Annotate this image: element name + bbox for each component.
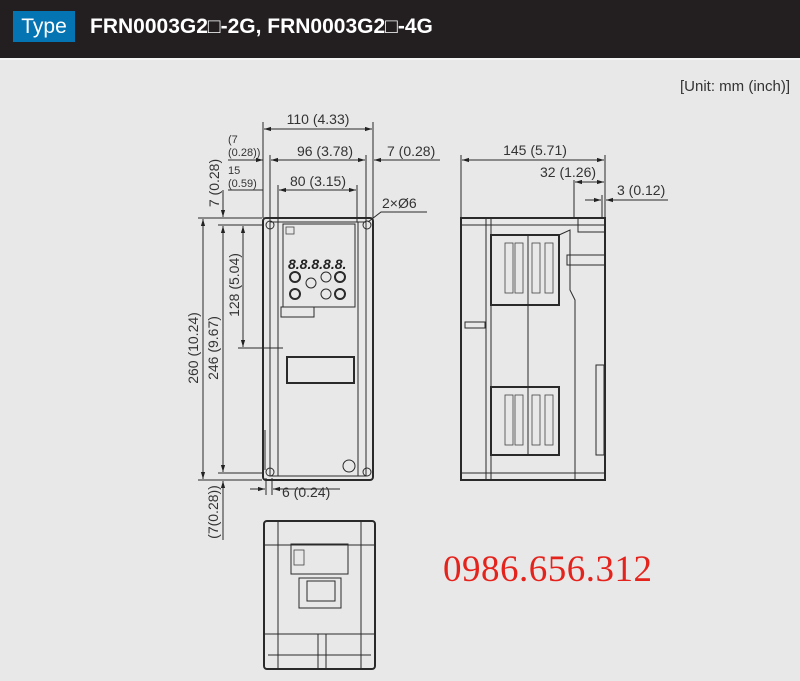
side-view <box>460 217 606 481</box>
dim-holes: 2×Ø6 <box>382 195 417 211</box>
dim-145: 145 (5.71) <box>503 142 567 158</box>
dimension-lines <box>198 122 668 540</box>
dimension-labels: 110 (4.33) 96 (3.78) (7 (0.28)) 7 (0.28)… <box>185 111 665 539</box>
dim-80: 80 (3.15) <box>290 173 346 189</box>
dim-top-7: 7 (0.28) <box>206 159 222 207</box>
dim-128: 128 (5.04) <box>226 253 242 317</box>
bottom-view <box>263 520 376 670</box>
unit-label: [Unit: mm (inch)] <box>679 78 790 95</box>
dim-6: 6 (0.24) <box>282 484 330 500</box>
dim-15: 15 <box>228 165 240 177</box>
keypad-display: 8.8.8.8.8. <box>288 256 346 272</box>
dim-260: 260 (10.24) <box>185 312 201 384</box>
dim-246: 246 (9.67) <box>205 316 221 380</box>
phone-number: 0986.656.312 <box>443 549 653 590</box>
dim-3: 3 (0.12) <box>617 182 665 198</box>
dim-32: 32 (1.26) <box>540 164 596 180</box>
dim-left-7-inch: (0.28)) <box>228 147 260 159</box>
dim-bottom-7: (7(0.28)) <box>205 485 221 539</box>
front-view: 8.8.8.8.8. <box>262 217 374 481</box>
header-bar: Type FRN0003G2□-2G, FRN0003G2□-4G <box>0 0 800 60</box>
dim-left-7: (7 <box>228 134 238 146</box>
model-title: FRN0003G2□-2G, FRN0003G2□-4G <box>90 15 433 38</box>
dim-right-7: 7 (0.28) <box>387 143 435 159</box>
dim-96: 96 (3.78) <box>297 143 353 159</box>
type-badge: Type <box>13 11 75 42</box>
dim-15-inch: (0.59) <box>228 178 257 190</box>
dim-110: 110 (4.33) <box>287 111 350 127</box>
